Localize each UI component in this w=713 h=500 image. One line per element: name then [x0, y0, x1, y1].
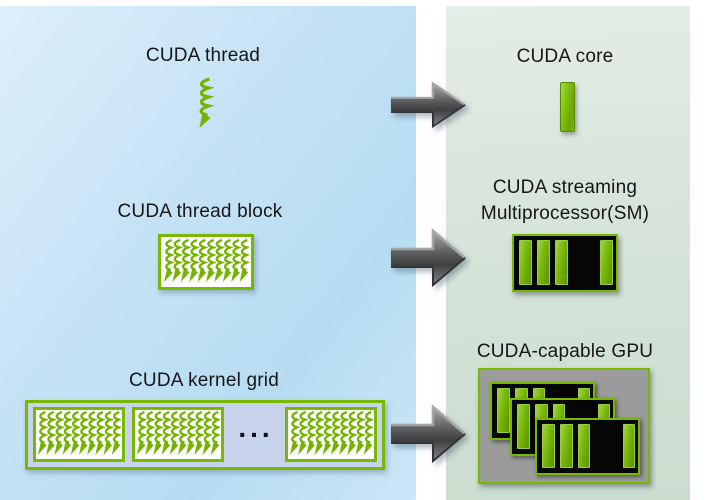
thread-block-cell	[33, 407, 125, 462]
gpu-card-stack-icon	[478, 368, 650, 484]
thread-block-cell	[132, 407, 224, 462]
core-bar-icon	[496, 387, 510, 433]
core-label: CUDA core	[516, 46, 614, 67]
core-bar-icon	[516, 403, 530, 449]
gpu-sm-card	[535, 418, 640, 475]
thread-grid-pattern	[136, 411, 220, 458]
sm-chip-icon	[512, 234, 618, 292]
thread-grid-pattern	[163, 239, 249, 285]
right-block-arrow-icon	[390, 78, 467, 132]
core-bar-icon	[518, 239, 532, 285]
thread-grid-pattern	[289, 411, 373, 458]
right-block-arrow-icon	[390, 400, 467, 468]
thread-block-label: CUDA thread block	[117, 201, 283, 222]
thread-squiggle-arrow-icon	[195, 76, 215, 130]
thread-grid-pattern	[37, 411, 121, 458]
core-bar-icon	[559, 423, 573, 468]
kernel-grid-box	[25, 400, 385, 470]
core-bar-icon	[600, 239, 614, 285]
gpu-label: CUDA-capable GPU	[476, 341, 654, 362]
core-bar-icon	[560, 82, 575, 132]
core-bar-icon	[555, 239, 568, 285]
right-block-arrow-icon	[390, 224, 467, 292]
core-bar-icon	[622, 423, 636, 468]
thread-block-box	[158, 234, 254, 290]
thread-block-cell	[285, 407, 377, 462]
kernel-grid-label: CUDA kernel grid	[129, 370, 279, 391]
core-bar-icon	[536, 239, 550, 285]
sm-label-line2: Multiprocessor(SM)	[480, 203, 650, 224]
more-blocks-ellipsis: ...	[238, 412, 274, 443]
sm-label: CUDA streaming Multiprocessor(SM)	[455, 175, 675, 227]
sm-label-line1: CUDA streaming	[492, 177, 638, 198]
core-bar-icon	[577, 423, 591, 468]
core-bar-icon	[541, 423, 555, 468]
thread-label: CUDA thread	[145, 45, 261, 66]
